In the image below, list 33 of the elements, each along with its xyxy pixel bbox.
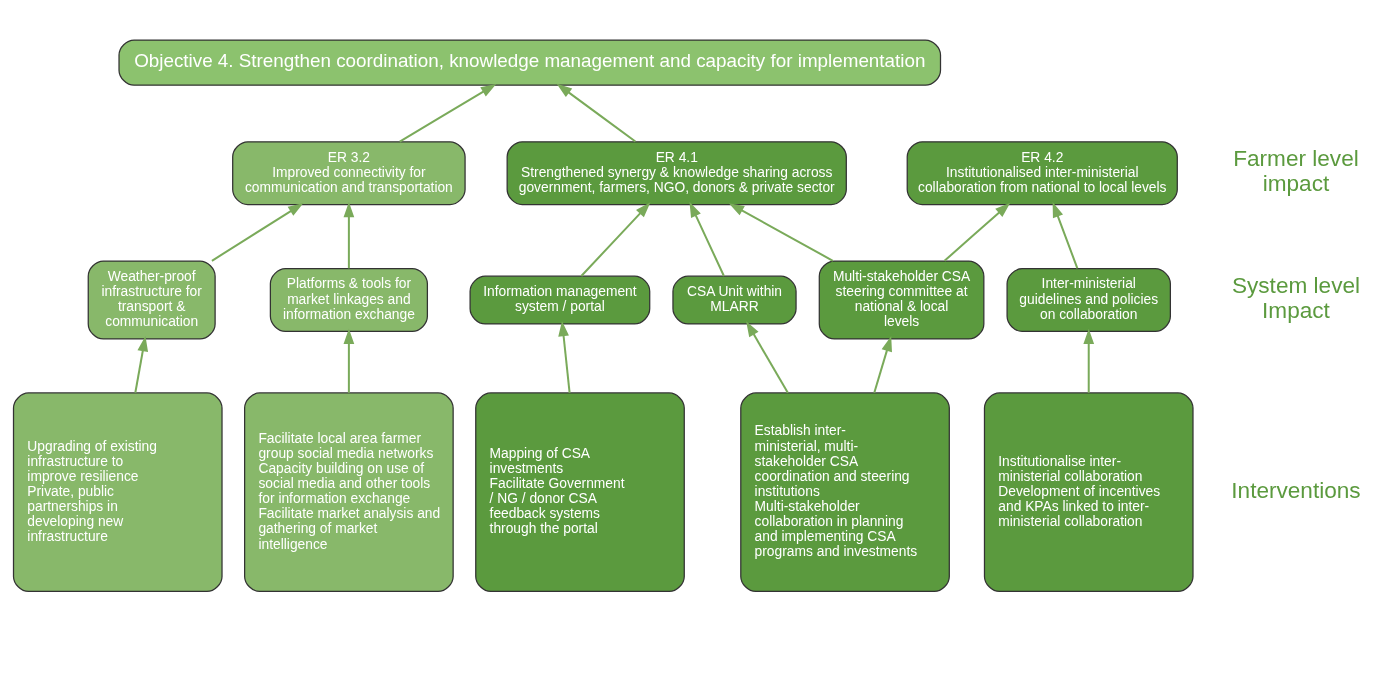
node-box: ER 4.2 Institutionalised inter-ministerial collaboration from national to local levels — [906, 140, 1178, 205]
arrow — [873, 335, 892, 393]
arrow — [746, 320, 789, 393]
arrow — [343, 328, 355, 393]
arrow — [399, 83, 497, 142]
arrow — [558, 320, 571, 393]
node-box: ER 3.2 Improved connectivity for communication and transportation — [232, 140, 466, 205]
node-box: Weather-proof infrastructure for transport & communication — [87, 259, 216, 340]
node-box: Multi-stakeholder CSA steering committee at national & local levels — [818, 259, 985, 340]
arrow — [943, 202, 1011, 262]
node-box: Institutionalise inter-ministerial collaboration Development of incentives and KPAs linked to inter-ministerial collaboration — [983, 391, 1194, 592]
arrow — [211, 202, 304, 262]
node-box: Objective 4. Strengthen coordination, knowledge management and capacity for implementation — [118, 38, 942, 86]
arrow — [556, 83, 636, 142]
node-box: Establish inter-ministerial, multi-stakeholder CSA coordination and steering institutions Multi-stakeholder collaboration in planning and implementing CSA programs and investments — [740, 391, 950, 592]
arrow — [1052, 201, 1079, 269]
arrow — [134, 335, 149, 393]
node-box: Information management system / portal — [469, 275, 651, 325]
arrow — [1083, 328, 1095, 393]
node-box: Mapping of CSA investments Facilitate Government / NG / donor CSA feedback systems through the portal — [475, 391, 685, 592]
node-box: Upgrading of existing infrastructure to improve resilience Private, public partnerships in developing new infrastructure — [12, 391, 223, 592]
arrow — [689, 201, 725, 276]
node-box: Facilitate local area farmer group social media networks Capacity building on use of social media and other tools for information exchange Facilitate market analysis and gathering of market intelligence — [244, 391, 454, 592]
label: System level Impact — [1231, 272, 1361, 323]
node-box: ER 4.1 Strengthened synergy & knowledge sharing across government, farmers, NGO, donors & private sector — [506, 140, 847, 205]
arrow — [580, 201, 651, 277]
label: Farmer level impact — [1233, 145, 1359, 196]
label: Interventions — [1231, 477, 1361, 503]
arrow — [343, 201, 355, 268]
node-box: Inter-ministerial guidelines and policies on collaboration — [1006, 267, 1171, 332]
node-box: CSA Unit within MLARR — [672, 275, 797, 325]
arrow — [728, 202, 834, 262]
node-box: Platforms & tools for market linkages and information exchange — [269, 267, 428, 332]
